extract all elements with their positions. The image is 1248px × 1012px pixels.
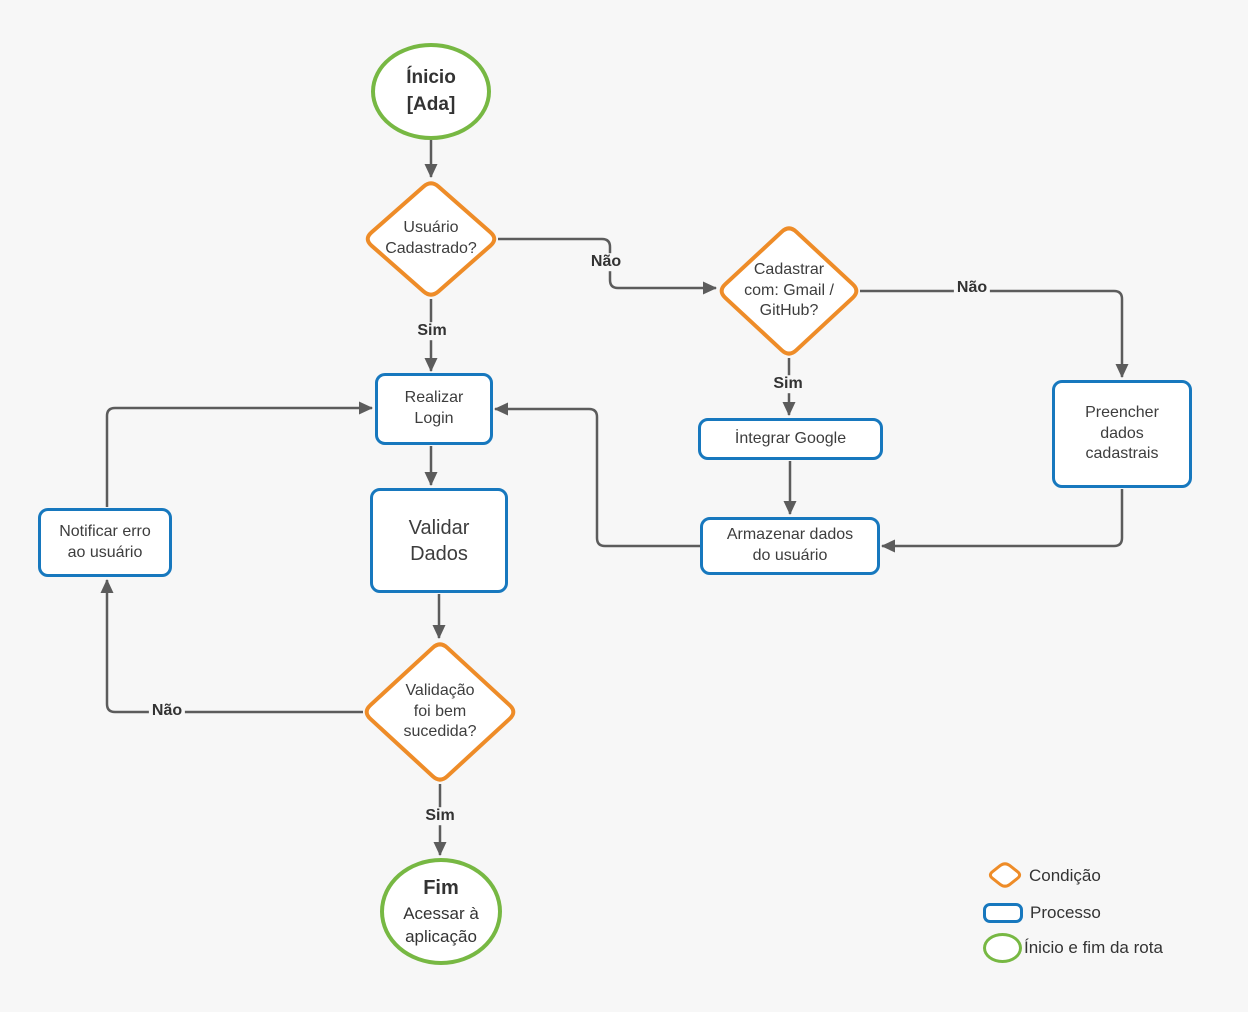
diamond-validacao-sucedida	[364, 642, 516, 782]
process-integrar-google: İntegrar Google	[698, 418, 883, 460]
end-node: Fim Acessar à aplicação	[380, 858, 502, 965]
edge-label-sim-user-registered: Sim	[414, 322, 450, 340]
start-node: Ínicio [Ada]	[371, 43, 491, 140]
condition-register-with: Cadastrar com: Gmail / GitHub?	[744, 260, 834, 320]
diamond-user-registered	[365, 181, 497, 297]
edge-notificar-to-realizar-login	[105, 401, 373, 507]
legend-condition-label: Condição	[1029, 866, 1101, 885]
edge-preencher-to-armazenar	[881, 489, 1124, 553]
edge-label-sim-validacao: Sim	[422, 807, 458, 825]
edge-armazenar-to-realizar-login	[494, 402, 700, 548]
legend-condition-icon	[988, 862, 1022, 888]
legend-process-label: Processo	[1030, 903, 1101, 922]
end-node-subtitle: Acessar à aplicação	[403, 904, 479, 946]
edge-label-nao-register-with: Não	[953, 279, 991, 297]
legend-terminal-label: Ínicio e fim da rota	[1024, 938, 1163, 957]
legend-process-icon	[983, 903, 1023, 923]
edge-validacao-nao-to-notificar	[100, 579, 363, 714]
diamond-register-with	[719, 226, 859, 356]
edge-label-nao-user-registered: Não	[587, 253, 625, 271]
condition-user-registered: Usuário Cadastrado?	[385, 219, 477, 257]
legend-terminal-icon	[983, 933, 1022, 963]
edge-label-sim-register-with: Sim	[770, 375, 806, 393]
condition-validacao-sucedida: Validação foi bem sucedida?	[403, 681, 477, 741]
process-validar-dados: Validar Dados	[370, 488, 508, 593]
process-armazenar-dados: Armazenar dados do usuário	[700, 517, 880, 575]
end-node-title: Fim	[423, 877, 459, 900]
edge-register-with-nao-to-preencher	[860, 289, 1129, 378]
process-realizar-login: Realizar Login	[375, 373, 493, 445]
process-notificar-erro: Notificar erro ao usuário	[38, 508, 172, 577]
edge-label-nao-validacao: Não	[148, 702, 186, 720]
process-preencher-dados: Preencher dados cadastrais	[1052, 380, 1192, 488]
